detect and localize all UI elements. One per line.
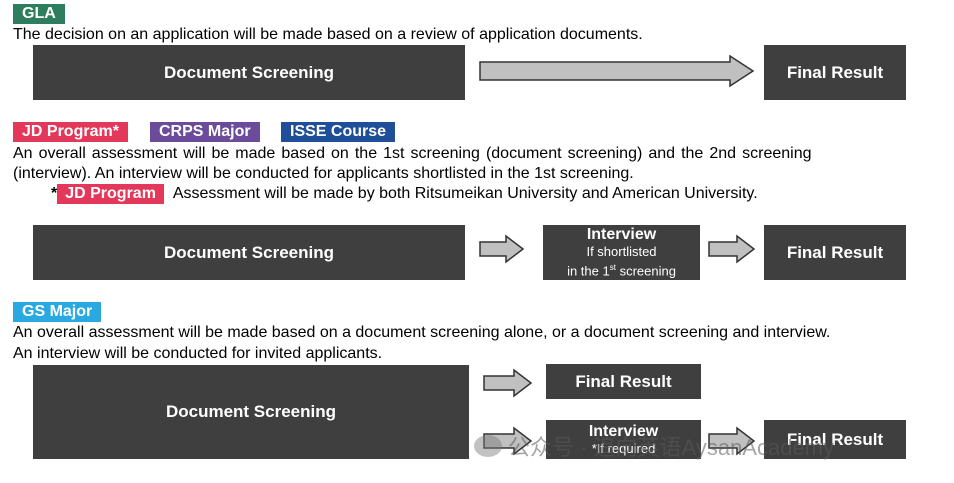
gs-final-result-bottom-label: Final Result	[786, 429, 884, 449]
watermark-text: 公众号 · 追向英语AysanAcademy	[508, 435, 835, 460]
gs-document-screening-box: Document Screening	[33, 365, 469, 459]
jd-document-screening-box: Document Screening	[33, 225, 465, 280]
gs-final-result-bottom-box: Final Result	[764, 420, 906, 459]
gla-document-screening-label: Document Screening	[163, 62, 335, 82]
gla-long-arrow-icon	[479, 54, 755, 88]
jd-final-result-label: Final Result	[786, 242, 884, 262]
jd-interview-box: Interview If shortlisted in the 1st scre…	[543, 225, 700, 280]
jd-note-text: Assessment will be made by both Ritsumei…	[172, 185, 758, 202]
gla-final-result-label: Final Result	[786, 62, 884, 82]
gs-arrow-final-icon	[708, 426, 756, 456]
gs-arrow-bottom-icon	[483, 426, 533, 456]
isse-course-tag: ISSE Course	[281, 122, 396, 142]
gs-interview-box: Interview *If required	[546, 420, 701, 459]
jd-interview-sub1: If shortlisted	[586, 243, 657, 259]
gs-document-screening-label: Document Screening	[165, 402, 337, 421]
gs-interview-title: Interview	[588, 422, 659, 440]
jd-document-screening-label: Document Screening	[163, 242, 335, 262]
watermark: 公众号 · 追向英语AysanAcademy	[474, 430, 834, 462]
gs-interview-sub: *If required	[591, 440, 656, 456]
gla-document-screening-box: Document Screening	[33, 45, 465, 100]
gs-description-line1: An overall assessment will be made based…	[13, 324, 831, 341]
jd-note: *JD Program Assessment will be made by b…	[51, 184, 758, 204]
jd-final-result-box: Final Result	[764, 225, 906, 280]
jd-program-tag: JD Program*	[13, 122, 128, 142]
gs-arrow-top-icon	[483, 368, 533, 398]
gla-final-result-box: Final Result	[764, 45, 906, 100]
gla-tag: GLA	[13, 4, 65, 24]
jd-description-line1: An overall assessment will be made based…	[13, 145, 812, 162]
crps-major-tag: CRPS Major	[150, 122, 260, 142]
jd-note-star: *	[51, 185, 58, 202]
gs-final-result-top-label: Final Result	[575, 371, 672, 391]
gla-description: The decision on an application will be m…	[13, 26, 643, 43]
gs-final-result-top-box: Final Result	[546, 364, 701, 399]
wechat-logo-icon	[474, 435, 502, 457]
gs-major-tag: GS Major	[13, 302, 102, 322]
jd-arrow-1-icon	[479, 234, 525, 264]
gs-description-line2: An interview will be conducted for invit…	[13, 345, 383, 362]
jd-interview-title: Interview	[586, 225, 657, 243]
jd-arrow-2-icon	[708, 234, 756, 264]
jd-note-tag: JD Program	[57, 184, 164, 204]
jd-interview-sub2: in the 1st screening	[567, 262, 676, 279]
jd-description-line2: (interview). An interview will be conduc…	[13, 165, 634, 182]
